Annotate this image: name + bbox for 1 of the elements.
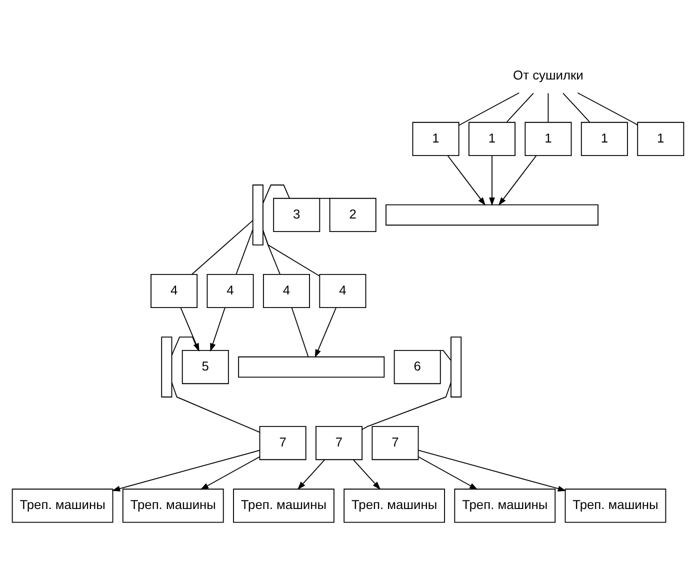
node-text: От сушилки — [513, 68, 584, 83]
